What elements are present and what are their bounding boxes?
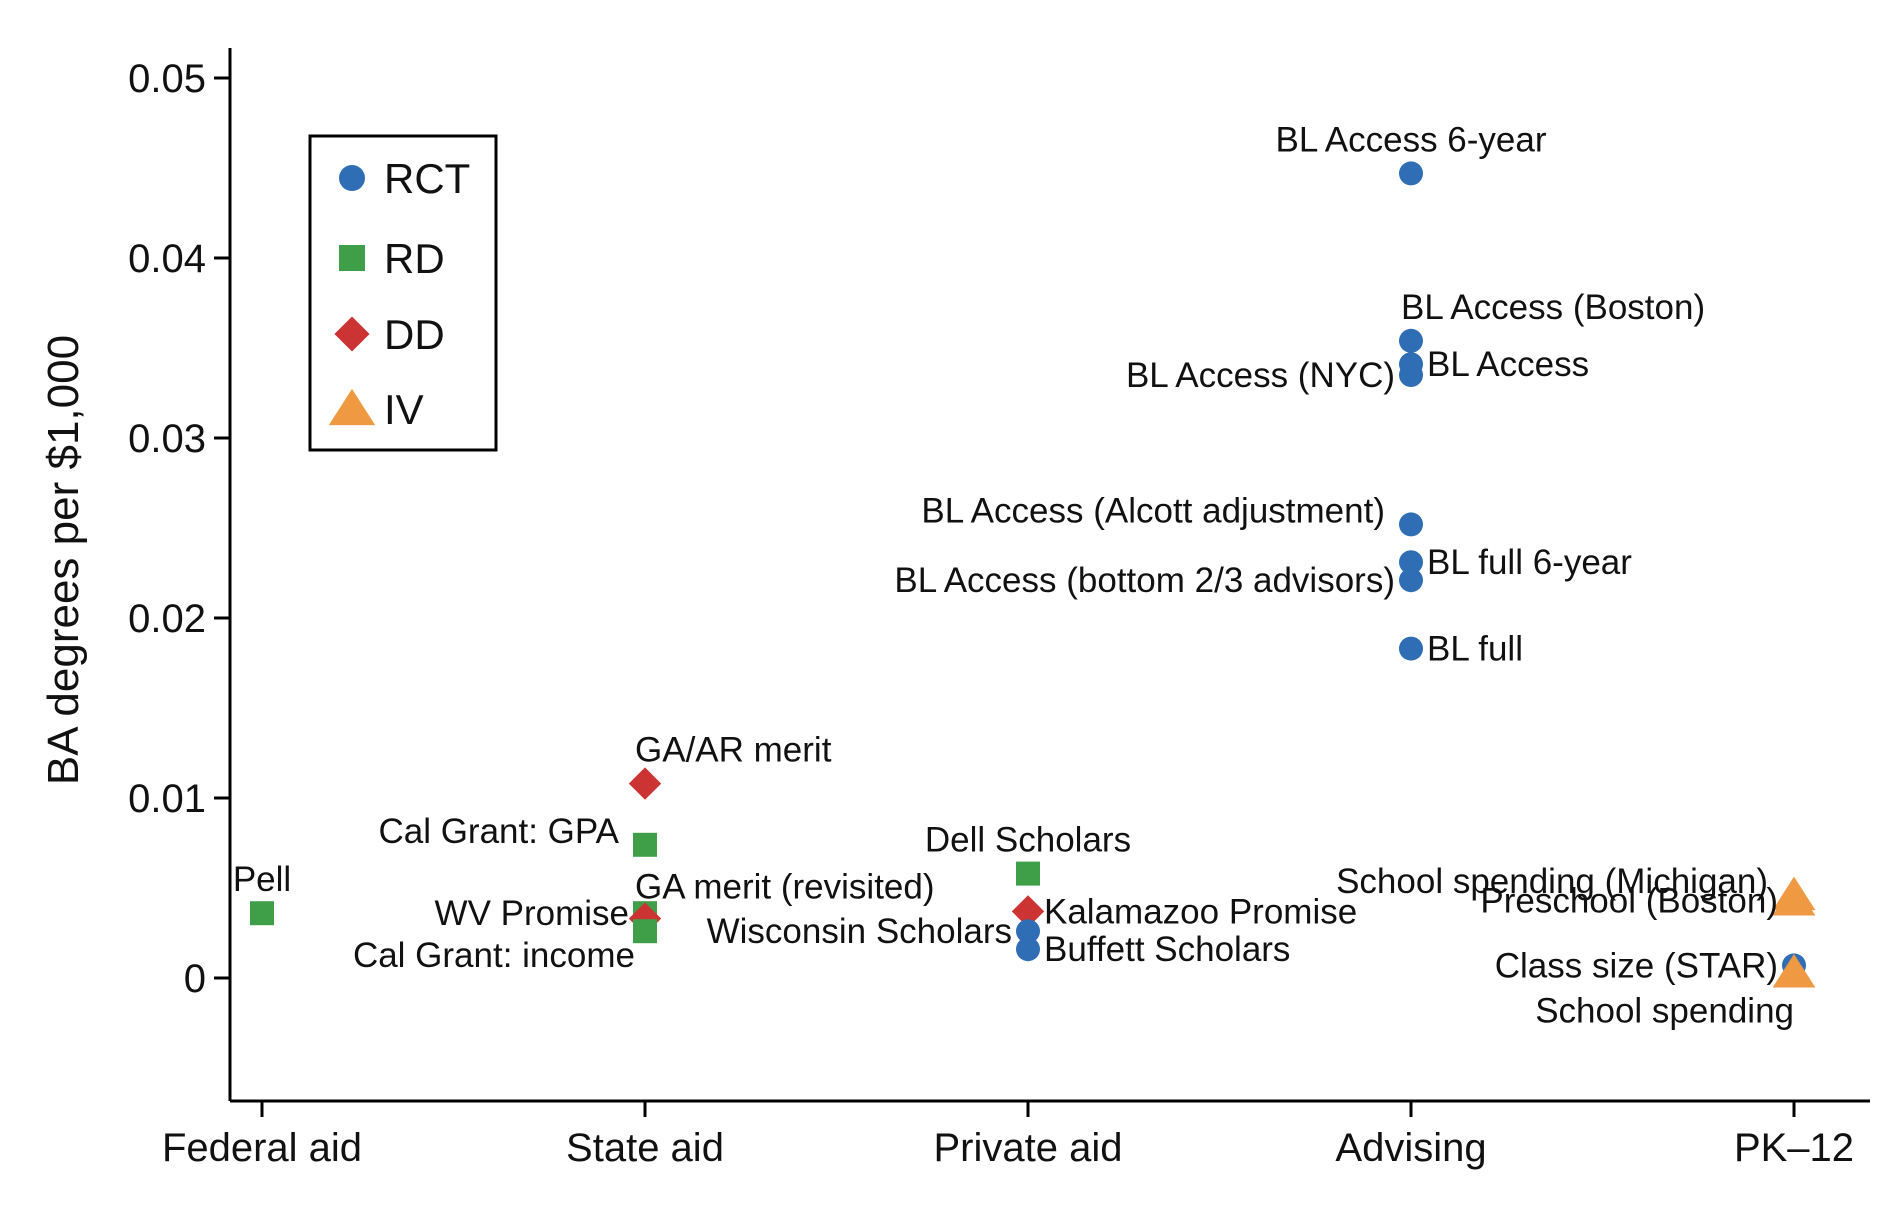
legend-marker-dd — [334, 316, 370, 352]
data-point-dd — [1011, 895, 1045, 928]
y-tick-label: 0.05 — [128, 57, 206, 101]
data-point-rct — [1399, 161, 1423, 186]
x-tick-label: State aid — [566, 1126, 724, 1170]
legend-box — [308, 134, 498, 452]
y-tick-label: 0 — [184, 957, 206, 1001]
legend-label: DD — [384, 311, 445, 358]
point-label: School spending — [1535, 992, 1794, 1031]
point-label: Preschool (Boston) — [1480, 882, 1778, 921]
data-point-iv — [1772, 882, 1816, 916]
x-ticks: Federal aid State aid Private aid Advising P… — [162, 1101, 1854, 1170]
data-point-rct — [1399, 568, 1423, 593]
legend-marker-iv — [328, 388, 376, 426]
data-point-rct — [1399, 512, 1423, 537]
data-point-dd — [628, 767, 662, 800]
point-label: WV Promise — [435, 894, 629, 933]
point-label: GA/AR merit — [635, 731, 832, 770]
point-label: Kalamazoo Promise — [1044, 892, 1357, 931]
legend: RCT RD DD IV — [308, 134, 498, 452]
point-label: School spending (Michigan) — [1336, 862, 1768, 901]
point-label: BL Access (Boston) — [1401, 288, 1705, 327]
legend-label: RD — [384, 235, 445, 282]
data-point-rd — [250, 901, 274, 926]
data-point-rct — [1399, 636, 1423, 661]
point-label: Cal Grant: GPA — [378, 812, 619, 851]
x-tick-label: Private aid — [934, 1126, 1123, 1170]
data-point-rct — [1016, 919, 1040, 944]
y-tick-label: 0.04 — [128, 237, 206, 281]
data-point-rd — [633, 919, 657, 944]
legend-marker-rd — [339, 245, 365, 271]
x-tick-label: Federal aid — [162, 1126, 362, 1170]
point-label: BL full 6-year — [1427, 543, 1632, 582]
point-label: BL full — [1427, 630, 1523, 669]
point-label: Dell Scholars — [925, 821, 1131, 860]
point-label: BL Access (NYC) — [1126, 356, 1395, 395]
legend-label: IV — [384, 386, 424, 433]
chart-axes — [228, 48, 1870, 1103]
data-point-rct — [1016, 937, 1040, 962]
data-point-rd — [633, 832, 657, 857]
y-tick-label: 0.01 — [128, 777, 206, 821]
y-ticks: 0 0.01 0.02 0.03 0.04 0.05 — [128, 57, 230, 1001]
x-tick-label: Advising — [1335, 1126, 1486, 1170]
y-axis-label: BA degrees per $1,000 — [39, 335, 88, 785]
data-point-rct — [1399, 363, 1423, 387]
y-tick-label: 0.02 — [128, 597, 206, 641]
legend-label: RCT — [384, 155, 470, 202]
y-tick-label: 0.03 — [128, 417, 206, 461]
point-label: BL Access 6-year — [1275, 120, 1546, 159]
point-label: Class size (STAR) — [1495, 946, 1778, 985]
data-point-rct — [1399, 328, 1423, 353]
point-label: GA merit (revisited) — [635, 868, 935, 907]
point-label: Wisconsin Scholars — [707, 912, 1012, 951]
data-point-iv — [1772, 954, 1816, 988]
point-label: Buffett Scholars — [1044, 930, 1290, 969]
point-label: BL Access (bottom 2/3 advisors) — [894, 561, 1395, 600]
point-label: Cal Grant: income — [353, 936, 635, 975]
data-point-rct — [1399, 550, 1423, 575]
data-point-rd — [1016, 861, 1040, 886]
point-label: BL Access (Alcott adjustment) — [921, 491, 1385, 530]
point-label: Pell — [233, 860, 291, 899]
legend-marker-rct — [339, 165, 365, 191]
x-tick-label: PK–12 — [1734, 1126, 1854, 1170]
data-points — [250, 161, 1816, 988]
point-label: BL Access — [1427, 345, 1589, 384]
